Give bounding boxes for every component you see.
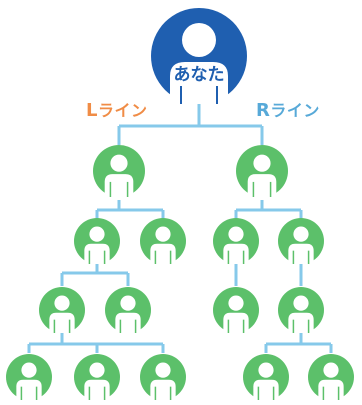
member-avatar-icon: [213, 218, 259, 264]
member-avatar-icon: [93, 145, 145, 197]
member-avatar-icon: [140, 354, 186, 400]
member-avatar-icon: [278, 218, 324, 264]
left-line-text: ライン: [97, 101, 148, 120]
member-avatar-icon: [243, 354, 289, 400]
member-avatar-icon: [39, 287, 85, 333]
member-avatar-icon: [213, 287, 259, 333]
left-line-label: Lライン: [86, 97, 148, 121]
right-line-prefix: R: [256, 100, 271, 121]
member-avatar-icon: [236, 145, 288, 197]
root-body: [170, 62, 228, 104]
member-avatar-icon: [308, 354, 354, 400]
member-avatar-icon: [6, 354, 52, 400]
member-nodes: [6, 145, 354, 400]
member-avatar-icon: [105, 287, 151, 333]
connector-lines: [27, 104, 333, 353]
member-avatar-icon: [74, 354, 120, 400]
root-node: あなた: [151, 8, 247, 104]
right-line-label: Rライン: [256, 97, 320, 121]
root-head: [182, 23, 216, 57]
right-line-text: ライン: [270, 101, 320, 120]
left-line-prefix: L: [86, 100, 98, 121]
member-avatar-icon: [140, 218, 186, 264]
root-label: あなた: [174, 65, 225, 85]
member-avatar-icon: [74, 218, 120, 264]
member-avatar-icon: [278, 287, 324, 333]
